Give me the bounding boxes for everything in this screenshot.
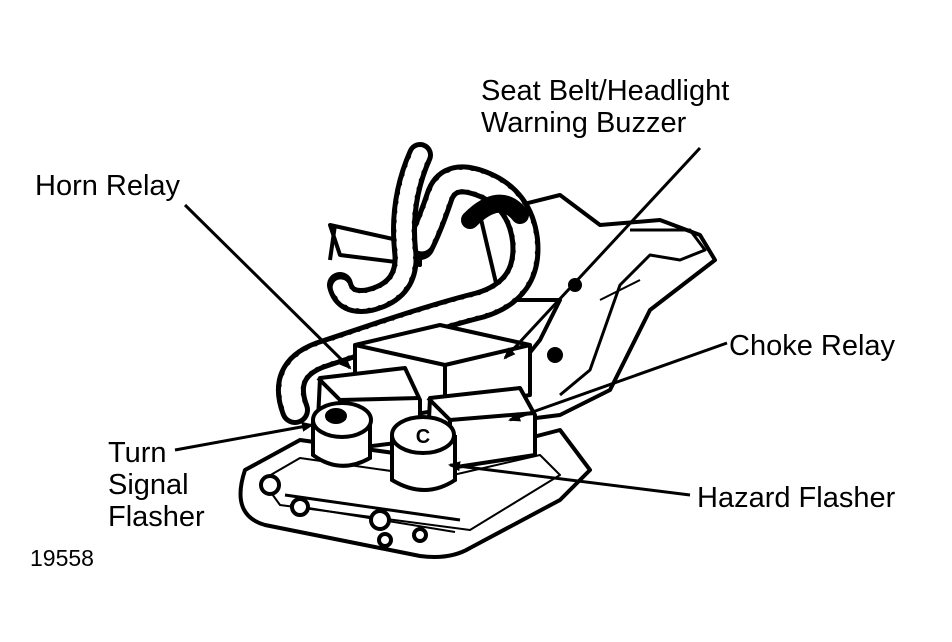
arrow-hazard-flasher [448, 461, 691, 497]
horn-relay-text: Horn Relay [35, 170, 181, 202]
seat-belt-label-line1: Seat Belt/Headlight [481, 75, 730, 107]
leader-lines [174, 146, 728, 497]
choke-relay-text: Choke Relay [729, 330, 896, 362]
arrow-seat-belt [503, 146, 702, 360]
arrow-choke-relay [508, 341, 728, 422]
turn-label-line2: Signal [108, 469, 189, 501]
arrow-turn-signal [174, 421, 314, 452]
hazard-flasher-text: Hazard Flasher [697, 482, 896, 514]
turn-signal-flasher-label: Turn Signal Flasher [108, 437, 205, 533]
seat-belt-label-line2: Warning Buzzer [481, 107, 687, 139]
turn-label-line1: Turn [108, 437, 167, 469]
seat-belt-buzzer-label: Seat Belt/Headlight Warning Buzzer [481, 75, 729, 139]
hazard-cap-letter: C [416, 426, 430, 448]
choke-relay-label: Choke Relay [729, 330, 895, 362]
turn-signal-flasher [311, 401, 373, 468]
figure-number: 19558 [30, 545, 94, 571]
wiring-harness [276, 142, 541, 425]
hazard-flasher-label: Hazard Flasher [697, 482, 895, 514]
hazard-flasher: C [390, 415, 457, 492]
horn-relay-label: Horn Relay [35, 170, 180, 202]
turn-label-line3: Flasher [108, 501, 205, 533]
arrow-horn-relay [183, 203, 352, 370]
